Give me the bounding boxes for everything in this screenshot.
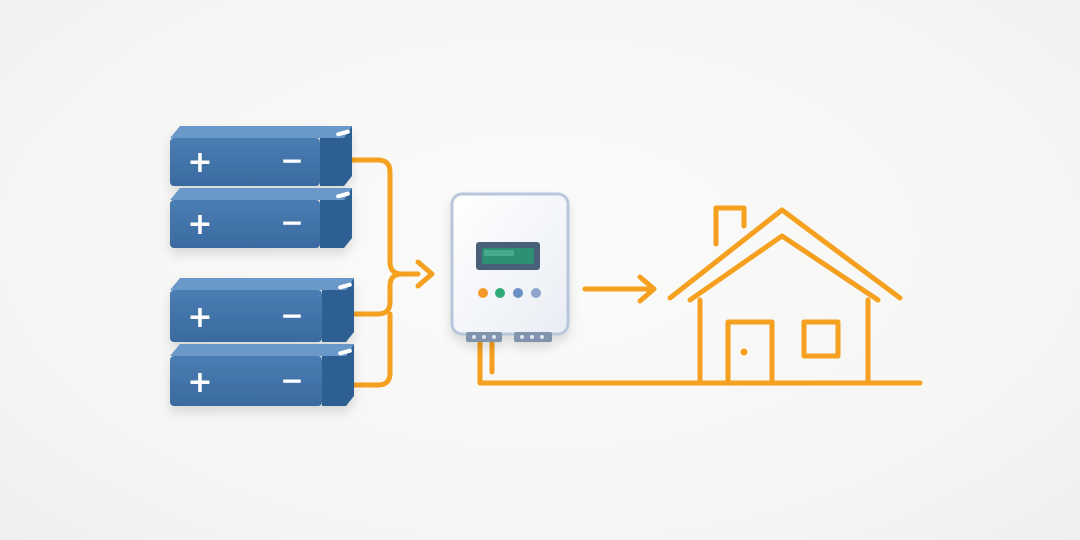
battery-plus-sign: + (187, 365, 212, 400)
led-blue (513, 288, 523, 298)
wire-middle-battery (341, 271, 405, 317)
wire-bottom-battery (341, 311, 393, 388)
battery-plus-sign: + (187, 300, 212, 335)
battery-minus-sign: − (280, 364, 303, 397)
battery-stack-top: + − + − (170, 126, 352, 248)
led-orange (478, 288, 488, 298)
battery-wires (341, 157, 435, 388)
house-window (801, 319, 841, 359)
house-door (725, 319, 775, 386)
led-blue (531, 288, 541, 298)
battery-minus-sign: − (280, 144, 303, 177)
battery-icon: + − (170, 344, 354, 406)
battery-stack-bottom: + − + − (170, 278, 354, 406)
battery-plus-sign: + (187, 145, 212, 180)
battery-minus-sign: − (280, 299, 303, 332)
house-icon (667, 205, 903, 386)
arrow-right-icon (582, 274, 657, 304)
battery-plus-sign: + (187, 207, 212, 242)
arrow-right-icon (415, 259, 435, 289)
wire-top-battery (349, 157, 421, 277)
battery-icon: + − (170, 126, 352, 186)
led-green (495, 288, 505, 298)
battery-minus-sign: − (280, 206, 303, 239)
inverter-icon (450, 192, 570, 342)
battery-icon: + − (170, 188, 352, 248)
battery-icon: + − (170, 278, 354, 342)
